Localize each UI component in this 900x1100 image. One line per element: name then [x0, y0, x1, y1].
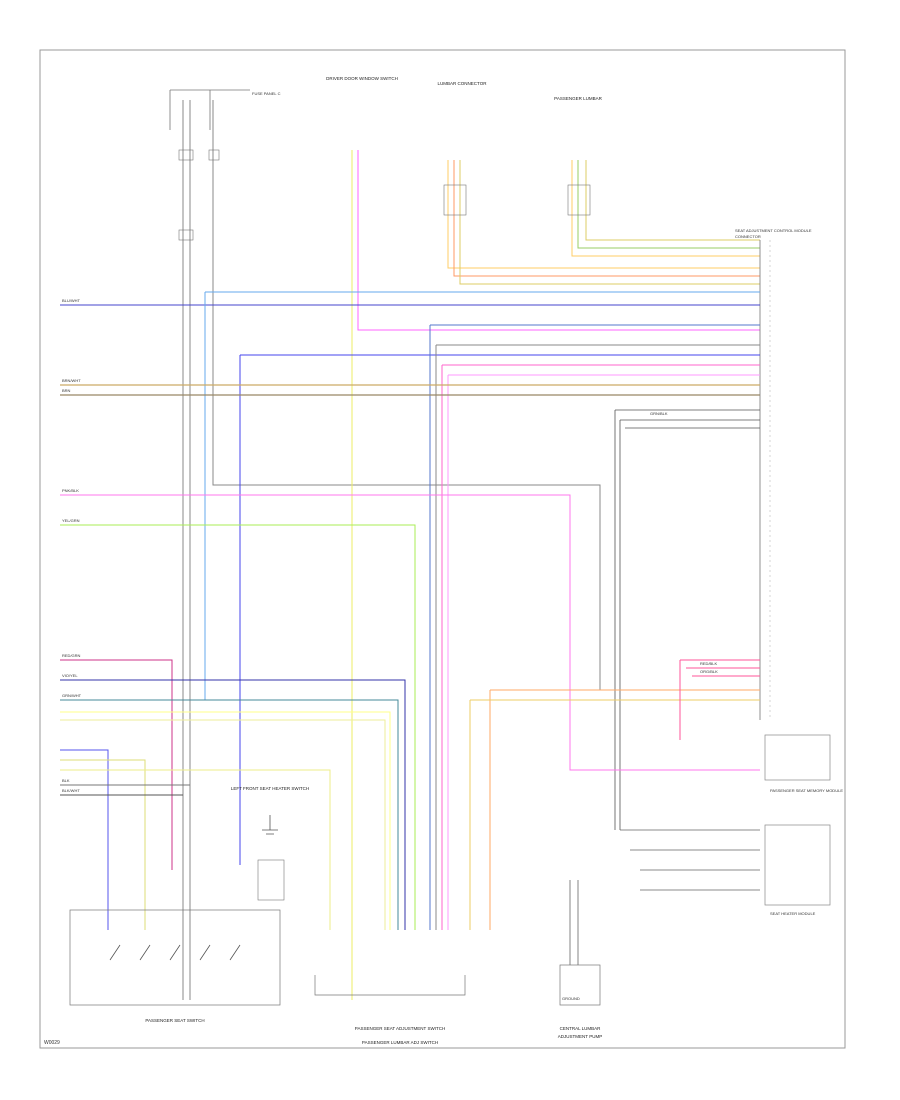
wire-label-red-grn: RED/GRN: [62, 653, 81, 658]
passenger-lumbar-label: PASSENGER LUMBAR: [554, 96, 602, 101]
central-lumbar-label: CENTRAL LUMBAR: [560, 1026, 602, 1031]
switch-harness: RED/GRN VIO/YEL GRN/WHT BLK BLK/WHT PASS…: [60, 653, 406, 1023]
passenger-lumbar-switch-label: PASSENGER LUMBAR ADJ SWITCH: [362, 1040, 438, 1045]
wire-label-brn: BRN: [62, 388, 71, 393]
seat-module: SEAT ADJUSTMENT CONTROL MODULE CONNECTOR: [735, 228, 812, 720]
fuse-block-label: FUSE PANEL C: [252, 91, 281, 96]
wire-label-blk: BLK: [62, 778, 70, 783]
trunk-wires: BLU/WHT BRN/WHT BRN PNK/BLK YEL/GRN: [60, 291, 760, 930]
ground-label: GROUND: [562, 996, 580, 1001]
left-front-heater-label: LEFT FRONT SEAT HEATER SWITCH: [231, 786, 309, 791]
passenger-seat-switch-label: PASSENGER SEAT SWITCH: [145, 1018, 204, 1023]
driver-door-switch-label: DRIVER DOOR WINDOW SWITCH: [326, 76, 398, 81]
seat-heater-module-label: SEAT HEATER MODULE: [770, 911, 816, 916]
lumbar-module: RED/BLK ORG/BLK PASSENGER SEAT MEMORY MO…: [469, 411, 843, 1039]
wire-label-grn-wht: GRN/WHT: [62, 693, 82, 698]
wire-label-blk-wht: BLK/WHT: [62, 788, 80, 793]
lumbar-adj-pump-label: ADJUSTMENT PUMP: [558, 1034, 602, 1039]
wire-label-brn-wht: BRN/WHT: [62, 378, 81, 383]
wire-label-grn-blk: GRN/BLK: [650, 411, 668, 416]
passenger-seat-adjust-switch-label: PASSENGER SEAT ADJUSTMENT SWITCH: [355, 1026, 445, 1031]
top-connectors: DRIVER DOOR WINDOW SWITCH LUMBAR CONNECT…: [326, 76, 760, 1000]
lumbar-connector-top-label: LUMBAR CONNECTOR: [438, 81, 488, 86]
diagram-frame: [39, 49, 846, 1049]
wire-label-blu-wht: BLU/WHT: [62, 298, 81, 303]
wire-label-org-blk: ORG/BLK: [700, 669, 718, 674]
seat-module-connector-label: CONNECTOR: [735, 234, 761, 239]
wire-label-pnk-blk: PNK/BLK: [62, 488, 79, 493]
wire-label-yel-grn: YEL/GRN: [62, 518, 80, 523]
heater-switch: LEFT FRONT SEAT HEATER SWITCH PASSENGER …: [231, 786, 466, 1045]
passenger-memory-module-label: PASSENGER SEAT MEMORY MODULE: [770, 788, 843, 793]
wire-label-vio-yel: VIO/YEL: [62, 673, 78, 678]
seat-module-label: SEAT ADJUSTMENT CONTROL MODULE: [735, 228, 812, 233]
wire-label-red-blk: RED/BLK: [700, 661, 717, 666]
footer-reference: W0029: [44, 1040, 60, 1046]
